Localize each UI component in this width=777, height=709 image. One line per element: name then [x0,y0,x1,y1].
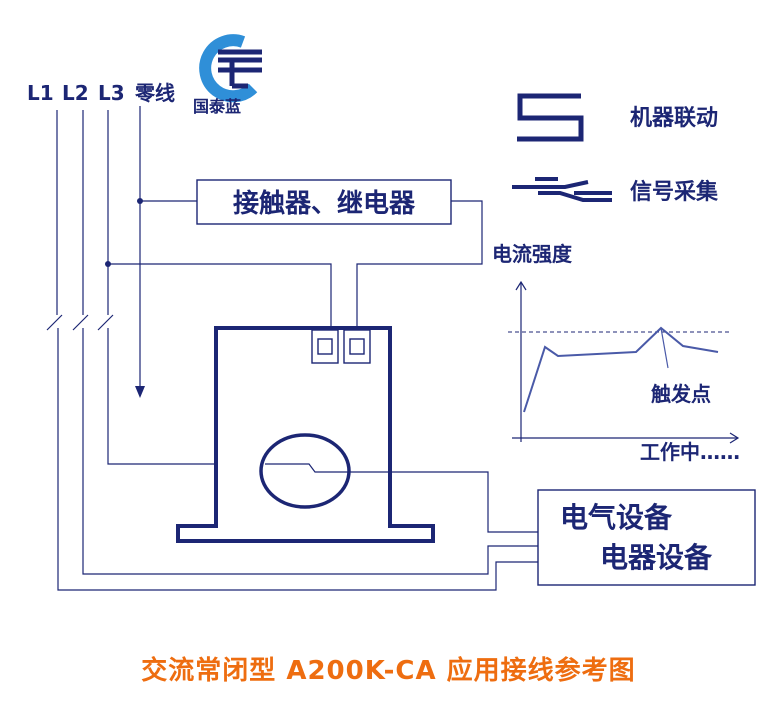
gtl-logo-icon [199,34,262,103]
contactor-to-terminal-wire [356,200,483,330]
terminal-right [343,329,371,364]
phase-label-neutral: 零线 [134,81,175,105]
current-curve [523,326,719,413]
terminal-left-screw-icon [317,338,333,355]
terminal-left [311,329,339,364]
equipment-box [537,489,756,586]
interlock-symbol-icon [517,93,584,142]
trigger-pointer [660,327,669,369]
sensor-body [176,326,435,543]
wire-l3 [97,110,215,465]
contactor-box [196,179,452,225]
graph-axes [512,280,740,444]
legend-signal-label: 信号采集 [630,179,719,205]
phase-label-l2: L2 [62,81,89,105]
wire-l1 [46,110,538,591]
logo-text: 国泰蓝 [193,97,241,116]
l3-junction-dot [105,261,111,267]
contactor-label: 接触器、继电器 [233,188,416,219]
graph-xlabel: 工作中…… [640,440,740,464]
phase-wires [46,106,538,591]
terminal-right-screw-icon [349,338,365,355]
l3-to-terminal-wire [108,263,332,330]
equipment-label-electric: 电气设备 [560,501,673,534]
graph-ylabel: 电流强度 [492,242,573,266]
wire-l2 [72,110,538,575]
signal-symbol-icon [512,177,612,202]
phase-label-l3: L3 [98,81,125,105]
phase-label-l1: L1 [27,81,54,105]
load-through-wire [265,463,538,533]
equipment-label-appliance: 电器设备 [600,541,713,574]
graph-x-arrow-icon [729,432,740,444]
neutral-arrow-icon [135,386,145,398]
sensor-core-ring [259,433,351,509]
graph-trigger-label: 触发点 [651,382,711,406]
legend-interlock-label: 机器联动 [630,106,718,131]
diagram-caption: 交流常闭型 A200K-CA 应用接线参考图 [141,656,636,686]
neutral-junction-dot [137,198,143,204]
graph-y-arrow-icon [515,280,527,291]
